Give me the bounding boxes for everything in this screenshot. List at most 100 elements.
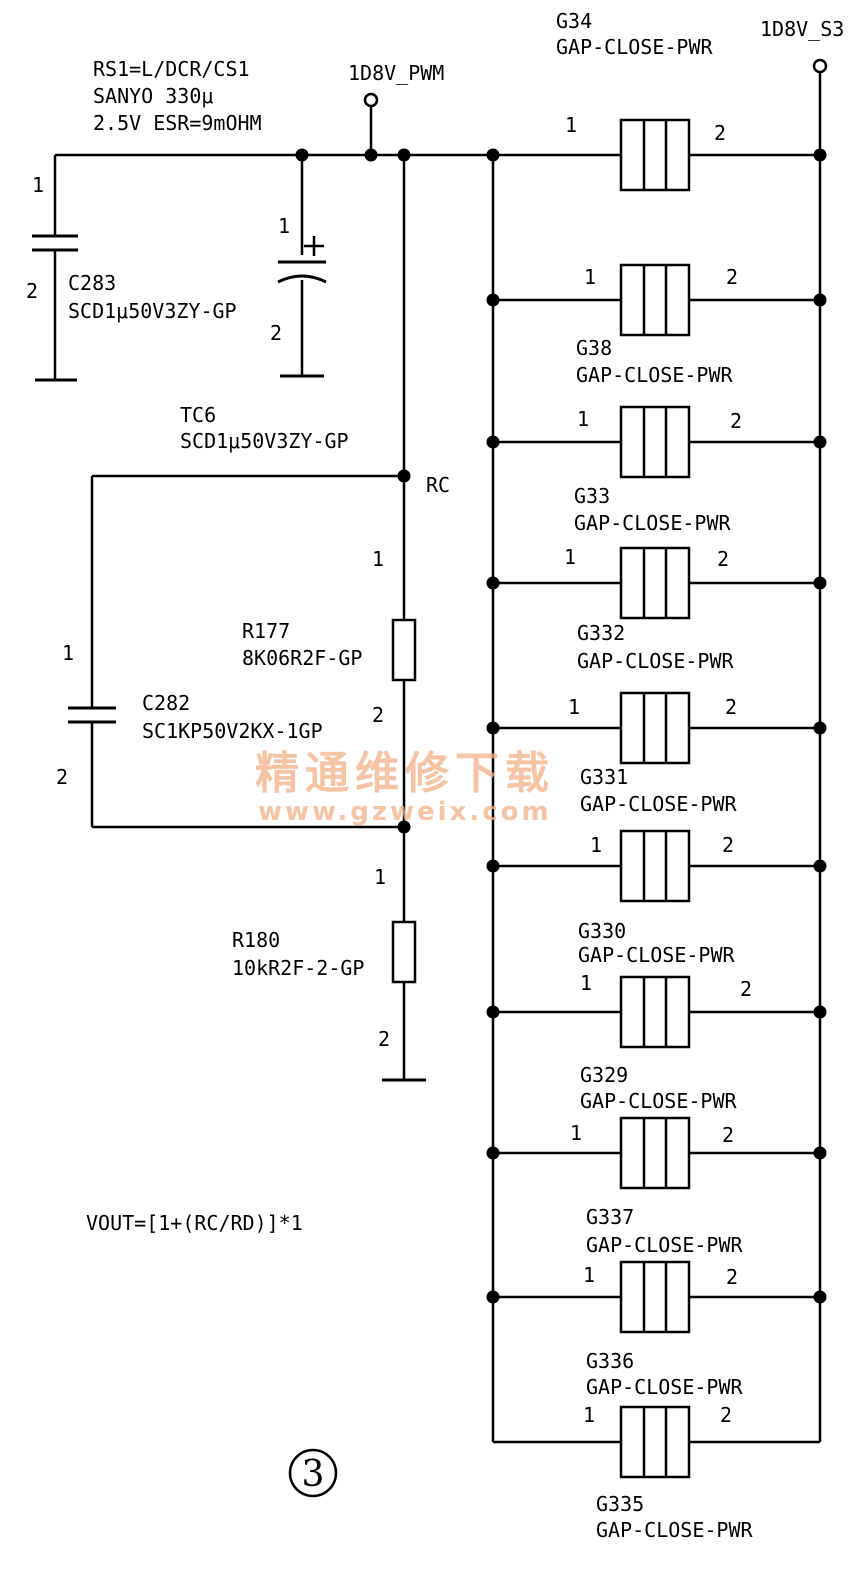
gap-value: GAP-CLOSE-PWR: [596, 1518, 753, 1542]
junction-dot: [295, 148, 309, 162]
c283-value: SCD1μ50V3ZY-GP: [68, 299, 237, 323]
gap-pin1: 1: [568, 695, 580, 719]
gap-pin2: 2: [740, 977, 752, 1001]
gap-value: GAP-CLOSE-PWR: [586, 1233, 743, 1257]
r177-pin1: 1: [372, 547, 384, 571]
r180-ref: R180: [232, 928, 280, 952]
c282-pin2: 2: [56, 765, 68, 789]
gap-symbol-g331: [493, 691, 820, 765]
gap-pin2: 2: [730, 409, 742, 433]
gap-value: GAP-CLOSE-PWR: [576, 363, 733, 387]
gap-ref: G34: [556, 9, 592, 33]
junction-dot: [486, 1290, 500, 1304]
gap-pin1: 1: [565, 113, 577, 137]
gap-ref: G33: [574, 484, 610, 508]
rs1-note-line2: SANYO 330μ: [93, 84, 213, 108]
junction-dot: [486, 148, 500, 162]
gap-pin2: 2: [722, 833, 734, 857]
gap-pin1: 1: [580, 971, 592, 995]
c283-pin2: 2: [26, 279, 38, 303]
page-marker: 3: [302, 1454, 325, 1495]
gap-value: GAP-CLOSE-PWR: [574, 511, 731, 535]
page-marker-circle: [288, 1448, 338, 1498]
gap-pin1: 1: [584, 265, 596, 289]
junction-dot: [486, 293, 500, 307]
junction-dot: [486, 859, 500, 873]
r180-pin2: 2: [378, 1027, 390, 1051]
junction-dot: [813, 1290, 827, 1304]
gap-pin2: 2: [714, 121, 726, 145]
gap-symbol-g332: [493, 546, 820, 620]
gap-value: GAP-CLOSE-PWR: [580, 792, 737, 816]
gap-pin2: 2: [722, 1123, 734, 1147]
net-label-rc: RC: [426, 473, 450, 497]
junction-dot: [486, 1005, 500, 1019]
gap-ref: G329: [580, 1063, 628, 1087]
gap-ref: G332: [577, 621, 625, 645]
watermark-url: www.gzweix.com: [258, 797, 552, 827]
junction-dot: [813, 721, 827, 735]
gap-ref: G336: [586, 1349, 634, 1373]
vout-formula: VOUT=[1+(RC/RD)]*1: [86, 1211, 303, 1235]
r177-value: 8K06R2F-GP: [242, 646, 362, 670]
net-port-1d8v-pwm: [363, 92, 379, 108]
gap-symbol-g330: [493, 829, 820, 903]
gap-pin1: 1: [583, 1403, 595, 1427]
gap-value: GAP-CLOSE-PWR: [577, 649, 734, 673]
junction-dots: [295, 148, 827, 1304]
capacitor-c282-symbol: [68, 706, 116, 724]
gap-ref: G335: [596, 1492, 644, 1516]
net-label-1d8v-s3: 1D8V_S3: [760, 17, 844, 41]
junction-dot: [486, 1146, 500, 1160]
r177-pin2: 2: [372, 703, 384, 727]
gap-ref: G330: [578, 919, 626, 943]
c282-value: SC1KP50V2KX-1GP: [142, 719, 323, 743]
r180-value: 10kR2F-2-GP: [232, 956, 364, 980]
ground-bars: [35, 374, 426, 1082]
gap-ref: G38: [576, 336, 612, 360]
gap-pin1: 1: [590, 833, 602, 857]
c282-pin1: 1: [62, 641, 74, 665]
c283-pin1: 1: [32, 173, 44, 197]
junction-dot: [813, 1146, 827, 1160]
gap-pin2: 2: [720, 1403, 732, 1427]
gap-symbol-g336: [493, 1260, 820, 1334]
junction-dot: [486, 435, 500, 449]
junction-dot: [813, 435, 827, 449]
junction-dot: [813, 293, 827, 307]
gap-pin1: 1: [570, 1121, 582, 1145]
junction-dot: [364, 148, 378, 162]
r180-pin1: 1: [374, 865, 386, 889]
rs1-note-line3: 2.5V ESR=9mOHM: [93, 111, 262, 135]
gap-pin1: 1: [564, 545, 576, 569]
junction-dot: [397, 469, 411, 483]
gap-value: GAP-CLOSE-PWR: [578, 943, 735, 967]
r177-ref: R177: [242, 619, 290, 643]
gap-symbol-g329: [493, 975, 820, 1049]
gap-ref: G337: [586, 1205, 634, 1229]
c282-ref: C282: [142, 691, 190, 715]
gap-ref: G331: [580, 765, 628, 789]
gap-value: GAP-CLOSE-PWR: [586, 1375, 743, 1399]
gap-pin2: 2: [717, 547, 729, 571]
gap-symbol-g337: [493, 1116, 820, 1190]
rs1-note-line1: RS1=L/DCR/CS1: [93, 57, 250, 81]
net-label-1d8v-pwm: 1D8V_PWM: [348, 61, 444, 85]
gap-pin1: 1: [577, 407, 589, 431]
tc6-ref: TC6: [180, 403, 216, 427]
gap-pin2: 2: [726, 1265, 738, 1289]
tc6-pin2: 2: [270, 321, 282, 345]
gap-value: GAP-CLOSE-PWR: [556, 35, 713, 59]
watermark-cn: 精通维修下载: [255, 748, 555, 799]
gap-symbol-g34: [619, 118, 691, 192]
resistor-r180-symbol: [391, 920, 417, 984]
c283-ref: C283: [68, 271, 116, 295]
gap-symbol-g335: [619, 1405, 691, 1479]
gap-symbol-g38: [493, 263, 820, 337]
net-port-1d8v-s3: [812, 58, 828, 74]
tc6-value: SCD1μ50V3ZY-GP: [180, 429, 349, 453]
capacitor-tc6-symbol: [277, 236, 327, 284]
tc6-pin1: 1: [278, 214, 290, 238]
